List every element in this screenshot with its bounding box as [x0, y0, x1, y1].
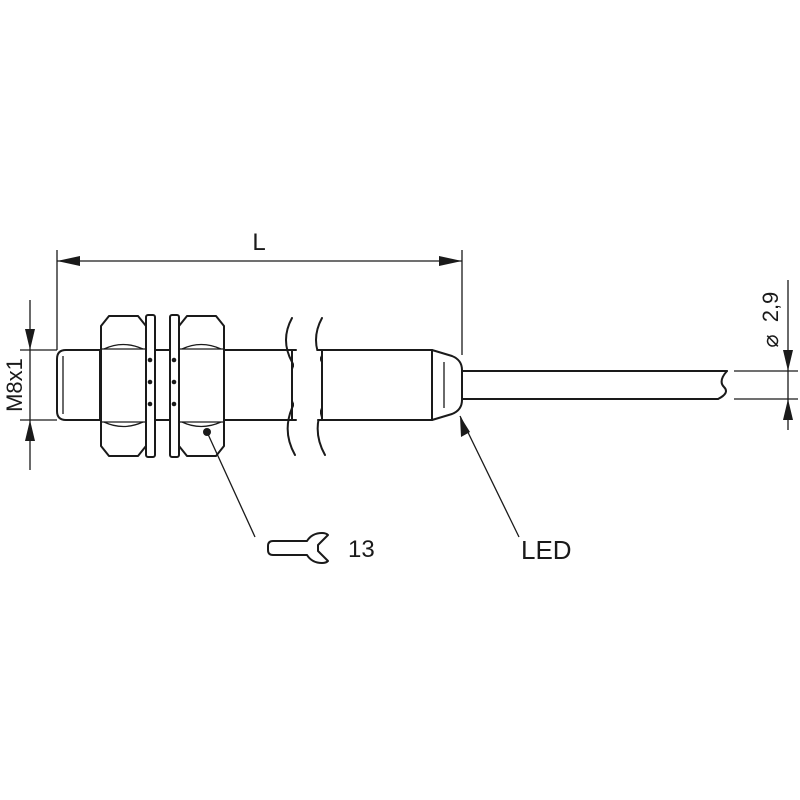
length-dimension: L	[56, 229, 463, 355]
barrel-rear-1	[221, 349, 293, 421]
arrow-left	[57, 256, 80, 266]
arrow-right	[439, 256, 462, 266]
wrench-icon	[267, 532, 329, 564]
diameter-value: 2,9	[758, 292, 783, 323]
wrench-callout: 13	[206, 431, 375, 564]
thread-label: M8x1	[2, 358, 27, 412]
led-leader-line	[459, 415, 520, 538]
cable-break	[717, 370, 728, 400]
thread-dimension: M8x1	[2, 300, 57, 470]
led-label: LED	[521, 535, 572, 565]
barrel-rear-2	[321, 349, 433, 421]
length-label: L	[252, 229, 265, 256]
nut-rear	[178, 315, 225, 457]
nut-front	[100, 315, 147, 457]
cable-diameter-dimension: ⌀ 2,9	[734, 280, 798, 430]
sensing-face	[56, 349, 101, 421]
led-callout: LED	[459, 415, 572, 565]
led-end-cap	[431, 349, 463, 421]
diameter-symbol: ⌀	[758, 334, 783, 347]
washer-rear	[169, 314, 180, 458]
washer-front	[145, 314, 156, 458]
wrench-leader-line	[206, 431, 256, 538]
wrench-size: 13	[348, 536, 375, 563]
cable	[461, 370, 728, 400]
